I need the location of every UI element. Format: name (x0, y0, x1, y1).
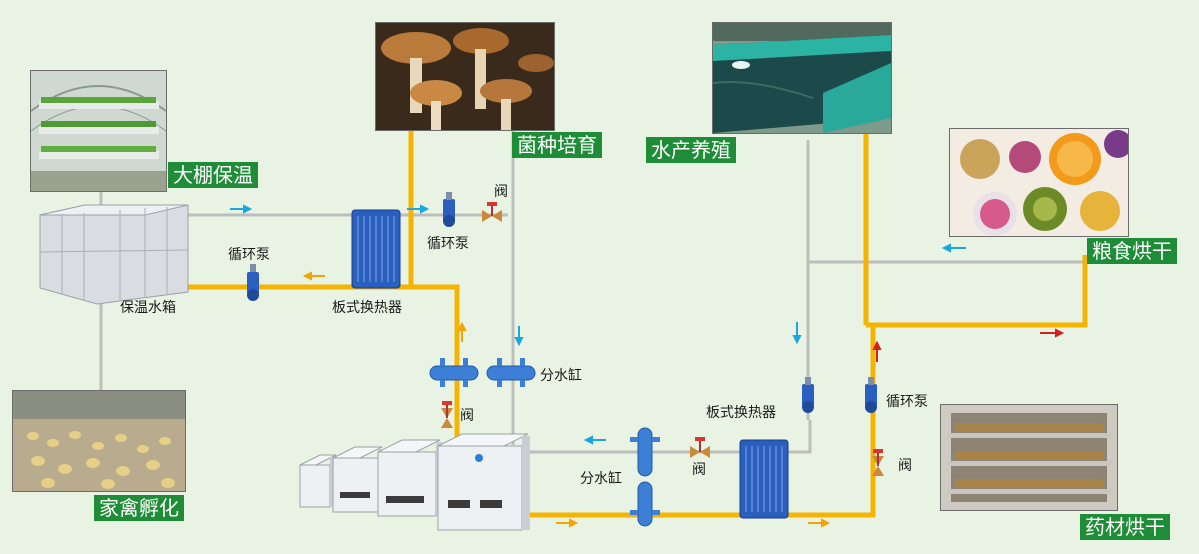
circulation-pump-top (443, 192, 455, 227)
mushroom-photo (375, 22, 555, 131)
label-pump-top: 循环泵 (427, 236, 469, 252)
plate-heat-exchanger-top (351, 209, 401, 289)
arrow-orange-right (556, 518, 579, 528)
tag-greenhouse: 大棚保温 (168, 162, 258, 188)
arrow-blue-right (230, 204, 253, 214)
insulated-water-tank (39, 204, 189, 305)
circulation-pump-mid (802, 377, 814, 413)
plate-heat-exchanger-bottom (739, 439, 789, 519)
label-heat-exchanger-top: 板式换热器 (332, 300, 402, 316)
heat-pump-unit (332, 446, 384, 513)
arrow-blue-left (941, 243, 966, 253)
label-manifold-top: 分水缸 (540, 368, 582, 384)
arrow-blue-down (514, 326, 524, 347)
label-valve-top: 阀 (494, 184, 508, 200)
arrow-blue-down (792, 322, 802, 345)
manifold-bottom-upper (630, 427, 660, 477)
arrow-blue-right (407, 204, 430, 214)
greenhouse-photo (30, 70, 167, 192)
arrow-blue-left (583, 435, 606, 445)
arrow-red-up (872, 340, 882, 362)
poultry-photo (12, 390, 186, 492)
heat-pump-unit (437, 433, 530, 531)
aquaculture-photo (712, 22, 892, 134)
flow-arrows (230, 204, 1065, 528)
tag-aquaculture: 水产养殖 (646, 137, 736, 163)
arrow-orange-right (808, 518, 831, 528)
arrow-orange-up (457, 321, 467, 342)
tag-poultry: 家禽孵化 (94, 495, 184, 521)
heat-pump-units (299, 433, 530, 531)
label-valve-mid: 阀 (692, 462, 706, 478)
label-manifold-bottom: 分水缸 (580, 471, 622, 487)
valve-top (482, 202, 502, 222)
circulation-pump-left (247, 264, 259, 301)
heat-pump-unit (377, 439, 442, 517)
valve-right (872, 449, 884, 476)
label-valve-left: 阀 (460, 408, 474, 424)
manifold-top-left (429, 358, 479, 387)
manifold-bottom-lower (630, 481, 660, 527)
label-tank: 保温水箱 (120, 300, 176, 316)
label-pump-left: 循环泵 (228, 247, 270, 263)
label-heat-exchanger-bottom: 板式换热器 (706, 405, 776, 421)
valve-mid (690, 437, 710, 458)
circulation-pump-right (865, 377, 877, 413)
tag-herb-drying: 药材烘干 (1080, 514, 1170, 540)
tag-mushroom: 菌种培育 (512, 132, 602, 158)
heat-pump-unit (299, 454, 337, 508)
valve-left (441, 401, 453, 428)
herb-drying-photo (940, 404, 1118, 511)
arrow-orange-left (302, 271, 325, 281)
arrow-red-right (1040, 328, 1065, 338)
tag-grain-drying: 粮食烘干 (1087, 238, 1177, 264)
label-pump-right: 循环泵 (886, 394, 928, 410)
manifold-top-right (486, 358, 536, 387)
label-valve-right: 阀 (898, 458, 912, 474)
grain-drying-photo (949, 128, 1129, 237)
